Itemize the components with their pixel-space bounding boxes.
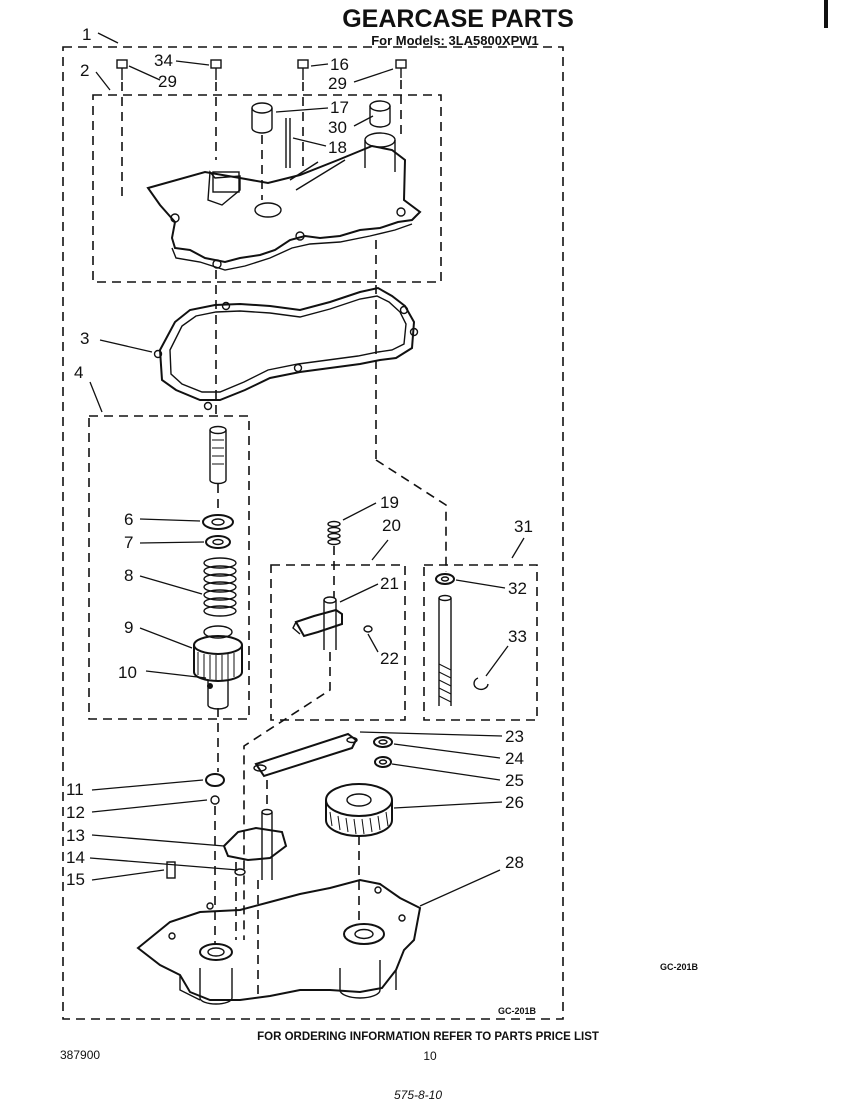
callout-2: 2 — [80, 61, 89, 80]
screw-34 — [210, 59, 222, 80]
bushing-17 — [251, 102, 273, 134]
callout-12: 12 — [66, 803, 85, 822]
callout-9: 9 — [124, 618, 133, 637]
spring-19 — [327, 520, 341, 546]
washer-24 — [373, 736, 393, 748]
shifter-fork-21 — [292, 596, 343, 650]
callout-22: 22 — [380, 649, 399, 668]
callout-4: 4 — [74, 363, 83, 382]
spring-8 — [203, 557, 237, 617]
callout-17: 17 — [330, 98, 349, 117]
callout-7: 7 — [124, 533, 133, 552]
gear-26 — [325, 783, 393, 837]
figure-code-outer: GC-201B — [660, 962, 699, 972]
shaft-group-outline — [423, 564, 538, 721]
washer-7 — [205, 535, 231, 549]
callout-11: 11 — [66, 780, 84, 799]
callout-16: 16 — [330, 55, 349, 74]
ring-33 — [473, 677, 489, 691]
shaft-4-top — [209, 425, 227, 485]
worm-shaft — [438, 594, 452, 706]
ordering-note: FOR ORDERING INFORMATION REFER TO PARTS … — [257, 1031, 599, 1043]
callout-23: 23 — [505, 727, 524, 746]
callout-29-right: 29 — [328, 74, 347, 93]
callout-8: 8 — [124, 566, 133, 585]
callout-21: 21 — [380, 574, 399, 593]
callout-33: 33 — [508, 627, 527, 646]
callout-18: 18 — [328, 138, 347, 157]
washer-11 — [205, 773, 225, 787]
pinion-group-outline — [88, 415, 250, 720]
gearcase-base — [136, 878, 422, 1005]
alignment-lines — [121, 80, 447, 1000]
cover-group-outline — [92, 94, 442, 283]
callout-25: 25 — [505, 771, 524, 790]
model-line: For Models: 3LA5800XPW1 — [371, 33, 539, 48]
washer-6 — [202, 514, 234, 530]
callout-6: 6 — [124, 510, 133, 529]
page-number: 10 — [423, 1049, 437, 1063]
callout-13: 13 — [66, 826, 85, 845]
washer-14 — [234, 868, 246, 876]
callout-24: 24 — [505, 749, 524, 768]
callout-20: 20 — [382, 516, 401, 535]
callout-3: 3 — [80, 329, 89, 348]
document-number: 387900 — [60, 1048, 100, 1062]
shift-lever-23 — [253, 732, 358, 778]
pinion-gear-9 — [193, 625, 243, 710]
gearcase-cover — [146, 132, 422, 271]
shifter-group-outline — [270, 564, 406, 721]
screw-29-left — [116, 59, 128, 80]
screw-29-right — [395, 59, 407, 78]
washer-32 — [435, 573, 455, 585]
callout-labels: 1 2 3 4 6 7 8 9 10 11 12 13 14 15 34 29 … — [66, 25, 533, 889]
gasket — [153, 286, 419, 411]
callout-19: 19 — [380, 493, 399, 512]
ball-12 — [210, 795, 220, 805]
clip-22 — [363, 625, 373, 633]
callout-15: 15 — [66, 870, 85, 889]
pin-15 — [166, 861, 176, 879]
callout-30: 30 — [328, 118, 347, 137]
pin-18 — [285, 118, 291, 168]
bearing-30 — [369, 100, 391, 128]
handwritten-note: 575-8-10 — [394, 1088, 442, 1101]
callout-29-left: 29 — [158, 72, 177, 91]
callout-26: 26 — [505, 793, 524, 812]
callout-32: 32 — [508, 579, 527, 598]
callout-31: 31 — [514, 517, 533, 536]
screw-16 — [297, 59, 309, 80]
leader-lines — [89, 32, 525, 907]
callout-10: 10 — [118, 663, 137, 682]
callout-1: 1 — [82, 25, 91, 44]
page-title: GEARCASE PARTS — [342, 5, 574, 33]
callout-28: 28 — [505, 853, 524, 872]
washer-25 — [374, 756, 392, 768]
callout-14: 14 — [66, 848, 85, 867]
callout-34: 34 — [154, 51, 173, 70]
figure-code-inner: GC-201B — [498, 1006, 537, 1016]
